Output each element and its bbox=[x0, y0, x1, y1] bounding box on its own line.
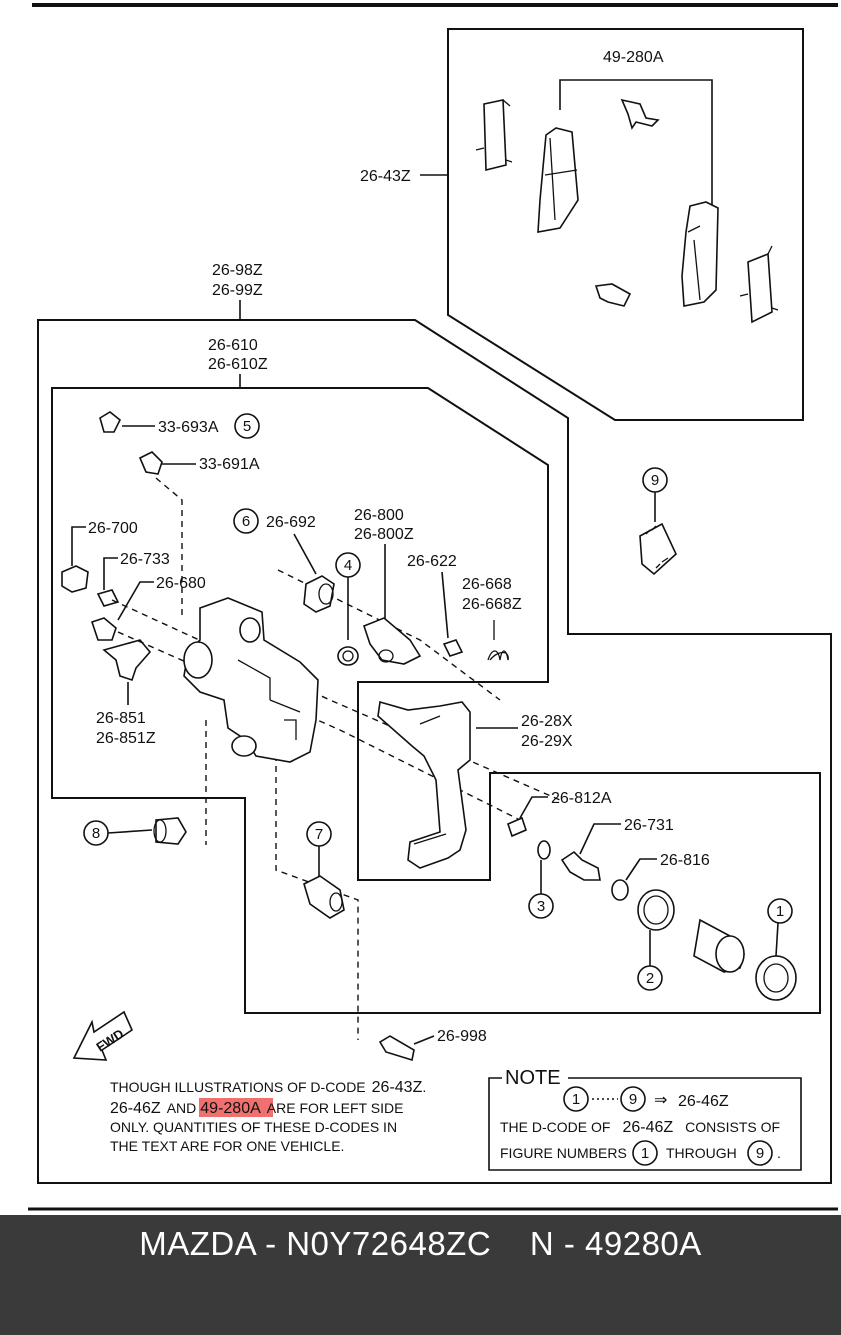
label-26-29x: 26-29X bbox=[521, 733, 573, 750]
svg-text:8: 8 bbox=[92, 825, 100, 842]
label-26-731: 26-731 bbox=[624, 817, 674, 834]
label-26-816: 26-816 bbox=[660, 852, 710, 869]
spring-ring bbox=[337, 646, 359, 666]
svg-text:9: 9 bbox=[651, 472, 659, 489]
svg-text:3: 3 bbox=[537, 898, 545, 915]
boot-7 bbox=[303, 875, 345, 919]
label-49-280a: 49-280A bbox=[603, 49, 664, 66]
label-26-610z: 26-610Z bbox=[208, 356, 268, 373]
label-26-700: 26-700 bbox=[88, 520, 138, 537]
callout-circle-6 bbox=[233, 508, 259, 534]
shim-left bbox=[475, 99, 513, 172]
guide-bolt-26-731 bbox=[560, 850, 601, 881]
svg-text:6: 6 bbox=[242, 513, 250, 530]
shim-right bbox=[739, 245, 779, 324]
lever-26-800 bbox=[363, 617, 422, 665]
dust-boot bbox=[755, 955, 797, 1001]
svg-text:4: 4 bbox=[344, 557, 352, 574]
sleeve-8 bbox=[153, 817, 187, 845]
caliper-assembly-frame bbox=[37, 319, 832, 1184]
label-26-692: 26-692 bbox=[266, 514, 316, 531]
clip-bottom bbox=[594, 283, 632, 307]
bushing-26-733 bbox=[96, 589, 120, 607]
o-ring bbox=[537, 840, 551, 860]
fwd-arrow-icon: FWD bbox=[72, 1010, 134, 1061]
label-26-99z: 26-99Z bbox=[212, 282, 263, 299]
clip-top bbox=[620, 98, 660, 130]
label-26-680: 26-680 bbox=[156, 575, 206, 592]
callout-circle-3 bbox=[528, 893, 554, 919]
piston bbox=[693, 918, 745, 973]
svg-text:2: 2 bbox=[646, 970, 654, 987]
bleeder-screw bbox=[138, 451, 163, 475]
label-26-98z: 26-98Z bbox=[212, 262, 263, 279]
svg-text:1: 1 bbox=[641, 1145, 649, 1162]
label-26-851: 26-851 bbox=[96, 710, 146, 727]
label-26-800: 26-800 bbox=[354, 507, 404, 524]
label-33-691a: 33-691A bbox=[199, 456, 260, 473]
guide-pin-26-998 bbox=[378, 1035, 415, 1062]
label-26-668: 26-668 bbox=[462, 576, 512, 593]
label-26-733: 26-733 bbox=[120, 551, 170, 568]
footer-part-number: MAZDA - N0Y72648ZC N - 49280A bbox=[139, 1225, 702, 1262]
svg-text:9: 9 bbox=[756, 1145, 764, 1162]
label-26-812a: 26-812A bbox=[551, 790, 612, 807]
svg-text:.: . bbox=[777, 1145, 781, 1161]
label-26-668z: 26-668Z bbox=[462, 596, 522, 613]
svg-text:1: 1 bbox=[572, 1091, 580, 1108]
svg-text:1: 1 bbox=[776, 903, 784, 920]
pin-26-812a bbox=[507, 816, 527, 838]
caliper-body bbox=[183, 597, 319, 763]
note-title: NOTE bbox=[505, 1067, 561, 1089]
label-26-800z: 26-800Z bbox=[354, 526, 414, 543]
caliper-body-frame bbox=[51, 387, 821, 1014]
svg-text:THROUGH: THROUGH bbox=[666, 1145, 737, 1161]
bolt-26-680 bbox=[90, 617, 117, 641]
nut-26-622 bbox=[442, 639, 464, 657]
label-26-998: 26-998 bbox=[437, 1028, 487, 1045]
svg-text:9: 9 bbox=[629, 1091, 637, 1108]
pad-kit-frame bbox=[447, 28, 804, 421]
highlight-49-280a bbox=[199, 1098, 273, 1117]
svg-text:⇒: ⇒ bbox=[654, 1092, 667, 1109]
washer-26-816 bbox=[611, 879, 629, 901]
callout-circle-5 bbox=[234, 413, 260, 439]
brake-pad-inner bbox=[537, 127, 579, 233]
svg-text:7: 7 bbox=[315, 826, 323, 843]
label-26-43z: 26-43Z bbox=[360, 168, 411, 185]
label-26-610: 26-610 bbox=[208, 337, 258, 354]
callout-circle-1 bbox=[767, 898, 793, 924]
bleeder-cap bbox=[99, 411, 122, 433]
boot-26-692 bbox=[303, 575, 335, 613]
svg-text:5: 5 bbox=[243, 418, 251, 435]
mounting-bracket bbox=[377, 700, 471, 869]
footer-bar: MAZDA - N0Y72648ZC N - 49280A bbox=[0, 1215, 841, 1335]
label-33-693a: 33-693A bbox=[158, 419, 219, 436]
label-26-28x: 26-28X bbox=[521, 713, 573, 730]
grease-pack-9 bbox=[639, 522, 677, 576]
piston-seal bbox=[637, 889, 675, 931]
svg-text:26-46Z: 26-46Z bbox=[678, 1093, 729, 1110]
label-26-851z: 26-851Z bbox=[96, 730, 156, 747]
bracket-26-851 bbox=[102, 639, 152, 682]
callout-circle-2 bbox=[637, 965, 663, 991]
label-26-622: 26-622 bbox=[407, 553, 457, 570]
svg-text:ONLY. QUANTITIES OF THESE D-CO: ONLY. QUANTITIES OF THESE D-CODES IN bbox=[110, 1119, 397, 1135]
bolt-26-700 bbox=[61, 565, 89, 593]
spring-26-668 bbox=[487, 620, 509, 661]
brake-pad-outer bbox=[681, 201, 719, 307]
svg-text:FIGURE NUMBERS: FIGURE NUMBERS bbox=[500, 1145, 627, 1161]
caliper-exploded-diagram: 49-280A 26-43Z 26-98Z 26-99Z 26-610 26-6… bbox=[28, 3, 838, 1211]
svg-text:THE TEXT ARE FOR ONE VEHICLE.: THE TEXT ARE FOR ONE VEHICLE. bbox=[110, 1138, 344, 1154]
